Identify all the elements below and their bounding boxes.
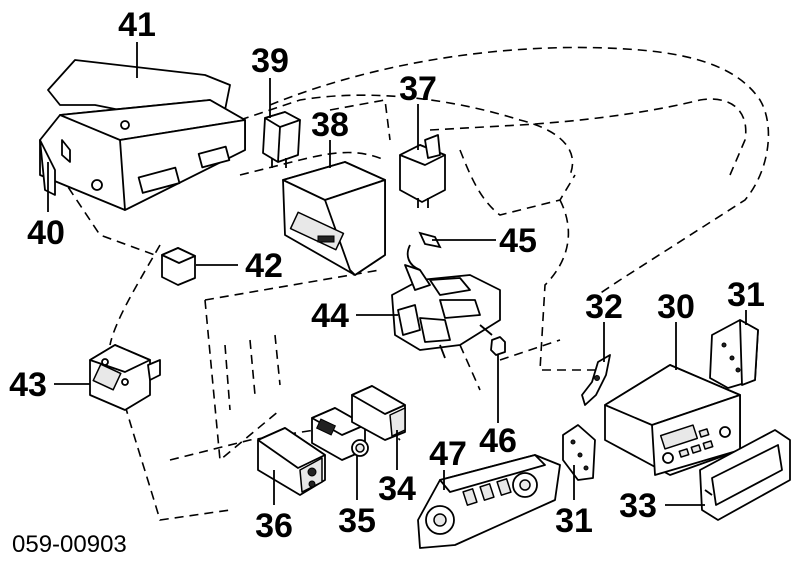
callout-labels: 41 39 38 37 40 42 43 45 44 46 32 30 31 3… [9,6,765,545]
callout-39: 39 [251,42,289,80]
part-32-bracket [581,354,611,406]
callout-31-upper: 31 [727,276,765,314]
part-46-knob [490,336,506,356]
leader-lines [47,42,747,506]
callout-46: 46 [479,422,517,460]
part-43-switch [89,344,161,411]
callout-38: 38 [311,106,349,144]
part-33-bezel [699,429,791,521]
callout-36: 36 [255,507,293,545]
part-34-switch [351,385,406,441]
callout-31-lower: 31 [555,502,593,540]
part-47-control-panel [417,454,561,549]
dashboard-outline [59,46,770,521]
callout-35: 35 [338,502,376,540]
part-39-relay [262,111,301,168]
callout-42: 42 [245,247,283,285]
part-41-control-module [39,59,246,211]
callout-40: 40 [27,214,65,252]
callout-41: 41 [118,6,156,44]
callout-34: 34 [378,470,416,508]
callout-47: 47 [429,435,467,473]
callout-37: 37 [399,70,437,108]
part-31-upper-bracket [709,319,759,389]
drawing-code: 059-00903 [12,531,127,558]
callout-32: 32 [585,288,623,326]
part-42-relay [161,247,196,286]
callout-44: 44 [311,297,349,335]
part-44-harness-assembly [391,231,501,359]
part-38-module [282,161,386,276]
callout-30: 30 [657,288,695,326]
callout-43: 43 [9,366,47,404]
part-31-lower-bracket [562,424,596,481]
callout-45: 45 [499,222,537,260]
callout-33: 33 [619,487,657,525]
part-30-radio [604,364,741,476]
part-37-relay [399,134,446,208]
